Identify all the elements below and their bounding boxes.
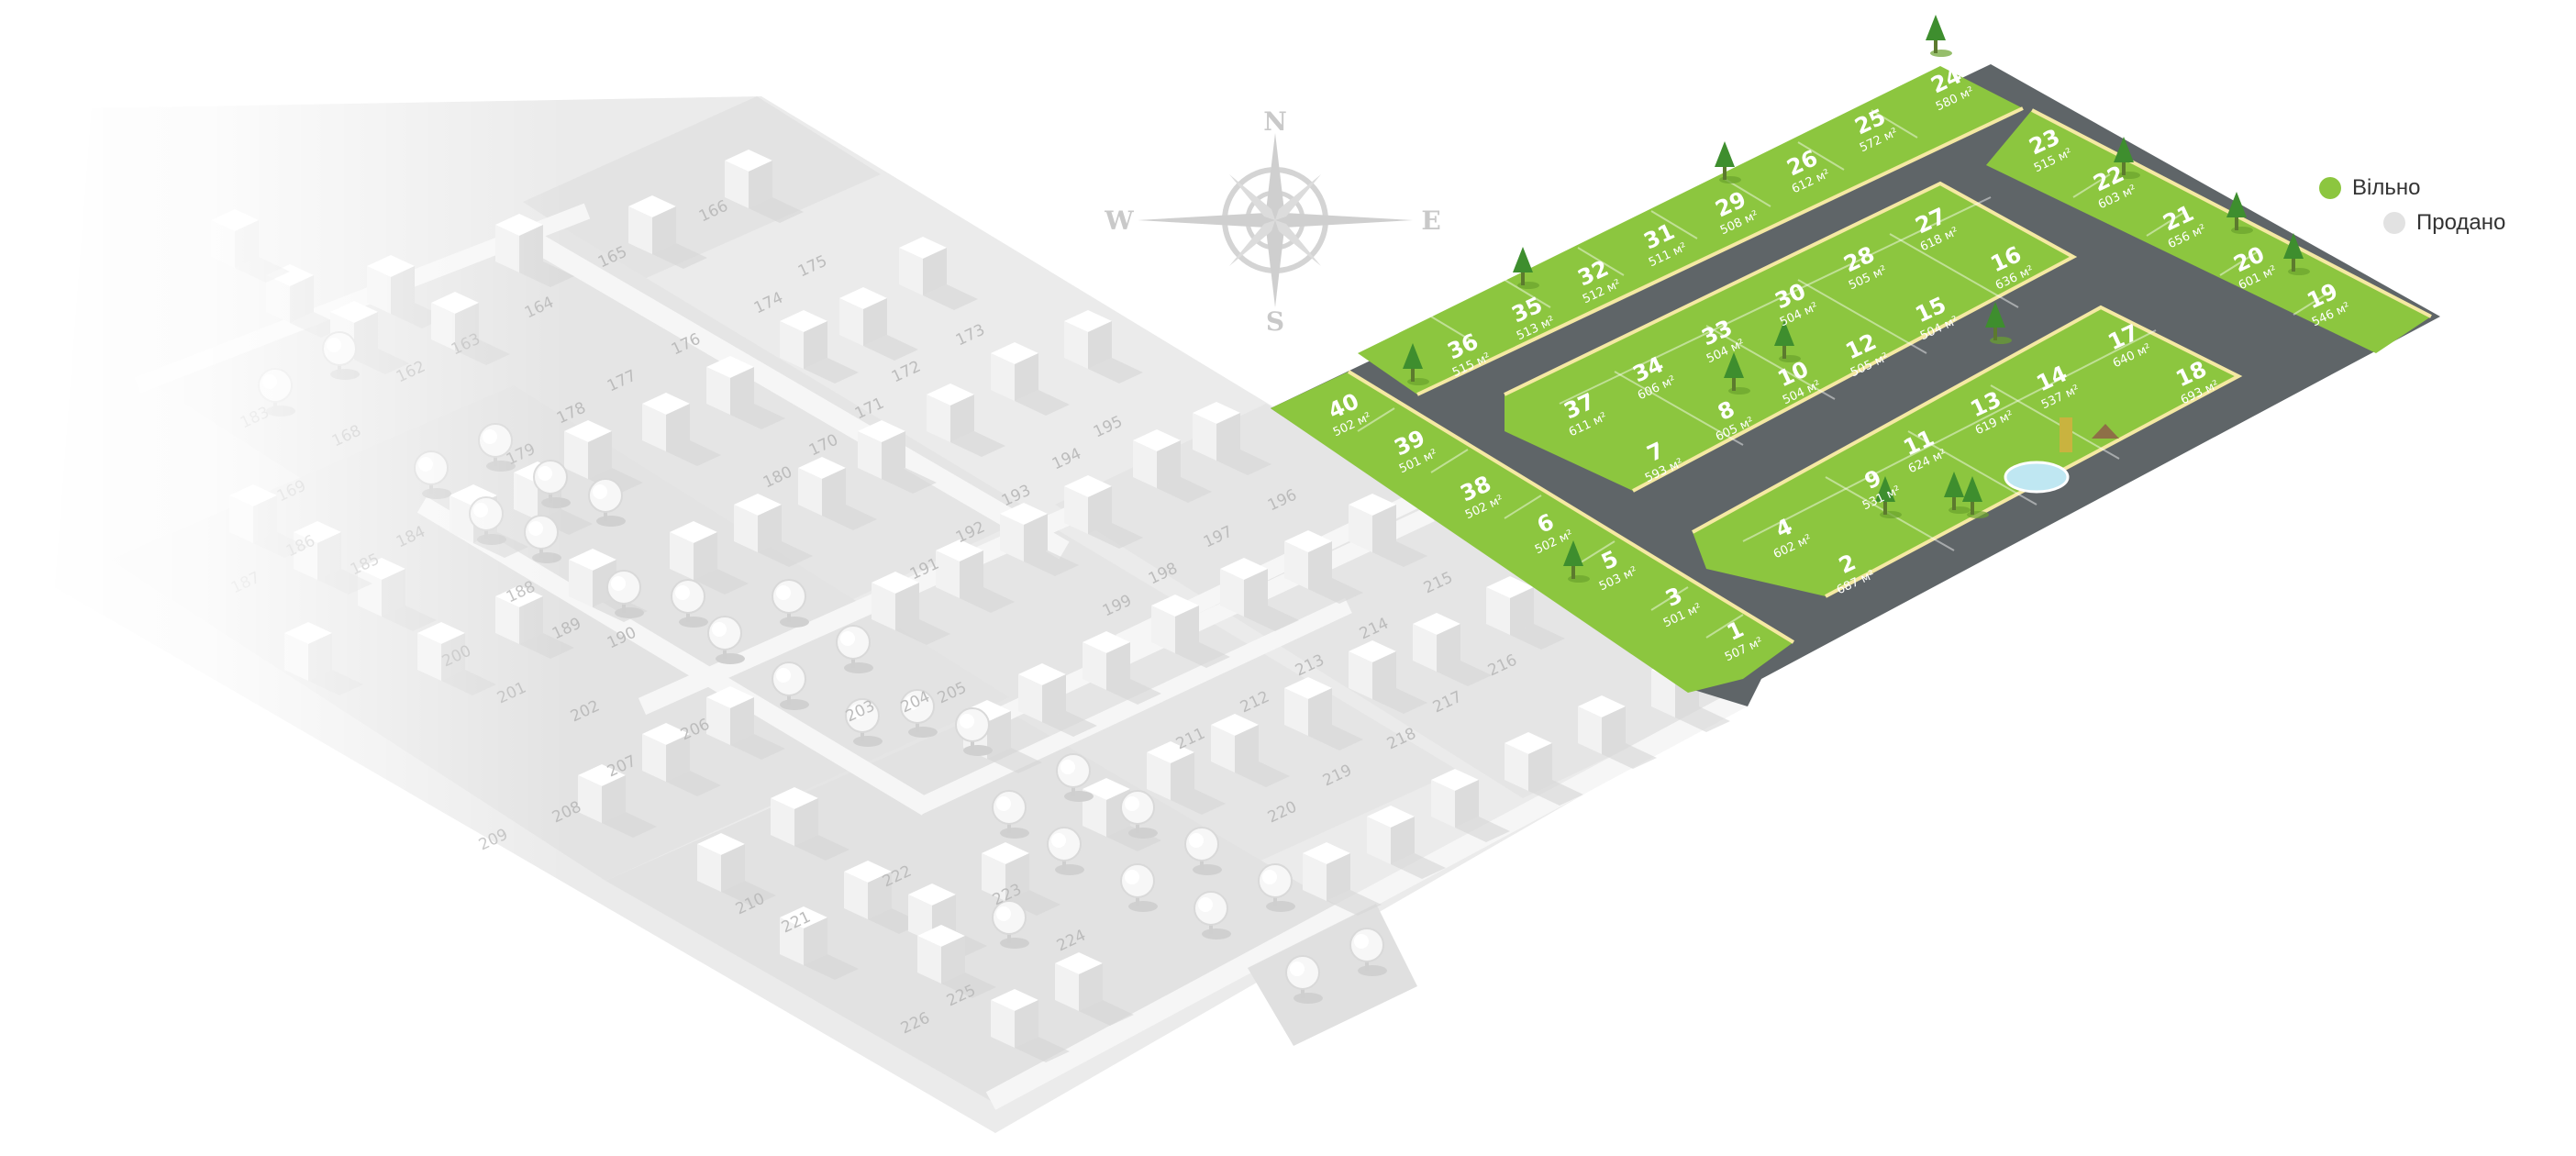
compass-north: N	[1263, 106, 1287, 137]
available-tree	[1774, 320, 1801, 362]
available-tree	[1875, 476, 1902, 518]
available-tree	[1962, 476, 1989, 518]
legend-label-available: Вільно	[2352, 175, 2421, 200]
available-tree	[1403, 343, 1429, 385]
available-trees	[1403, 15, 2310, 583]
legend: Вільно Продано	[2319, 171, 2539, 240]
available-tree	[1513, 247, 1539, 289]
available-tree	[2114, 137, 2140, 179]
row-24-36[interactable]	[1358, 66, 2023, 395]
available-tree	[1724, 352, 1750, 395]
compass-west: W	[1104, 206, 1134, 236]
playground	[2060, 417, 2119, 452]
available-tree	[1926, 15, 1952, 57]
pond	[2004, 461, 2070, 494]
legend-item-sold: Продано	[2383, 206, 2539, 240]
legend-label-sold: Продано	[2416, 210, 2506, 235]
available-dot-icon	[2319, 177, 2341, 199]
available-tree	[2226, 192, 2253, 234]
row-1-40[interactable]	[1271, 372, 1793, 693]
compass-east: E	[1421, 206, 1440, 236]
row-19-23[interactable]	[1986, 110, 2431, 353]
available-tree	[2283, 233, 2310, 275]
sold-dot-icon	[2383, 212, 2405, 234]
compass-south: S	[1266, 306, 1284, 337]
available-tree	[1563, 540, 1590, 583]
available-tree	[1985, 302, 2012, 344]
compass-rose: N S E W	[1104, 106, 1440, 337]
available-tree	[1715, 141, 1741, 183]
available-area	[1271, 64, 2440, 706]
available-tree	[1944, 472, 1971, 514]
legend-item-available: Вільно	[2319, 171, 2539, 206]
block-2-18[interactable]	[1693, 307, 2238, 596]
